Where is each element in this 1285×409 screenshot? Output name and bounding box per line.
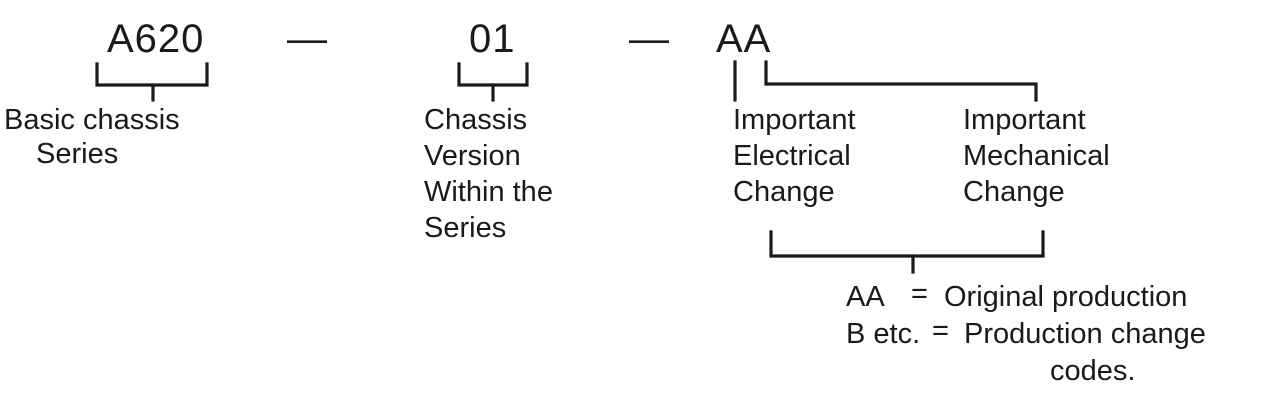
- mechanical-pointer: [764, 60, 1038, 102]
- change-code: AA: [716, 17, 772, 61]
- legend-aa-key: AA: [846, 281, 885, 313]
- electrical-line-3: Change: [733, 176, 835, 208]
- version-code: 01: [469, 17, 516, 61]
- basic-chassis-line-1: Basic chassis: [4, 104, 180, 136]
- mechanical-line-3: Change: [963, 176, 1065, 208]
- mechanical-change-label: Important Mechanical Change: [963, 106, 1110, 214]
- electrical-line-2: Electrical: [733, 140, 851, 172]
- chassis-version-line-2: Version: [424, 140, 521, 172]
- legend-aa-equals: =: [911, 278, 928, 310]
- dash-separator-2: —: [629, 17, 670, 61]
- electrical-line-1: Important: [733, 104, 856, 136]
- legend-b-value: Production change: [964, 318, 1206, 350]
- electrical-change-label: Important Electrical Change: [733, 106, 856, 214]
- change-bracket: [769, 230, 1045, 258]
- series-code: A620: [107, 17, 205, 61]
- mechanical-line-2: Mechanical: [963, 140, 1110, 172]
- legend-b-value-cont: codes.: [1050, 355, 1136, 387]
- legend-b-key: B etc.: [846, 318, 921, 350]
- legend-aa-value: Original production: [944, 281, 1188, 313]
- chassis-version-line-4: Series: [424, 212, 507, 244]
- dash-separator-1: —: [287, 17, 328, 61]
- series-bracket: [95, 62, 209, 87]
- basic-chassis-label: Basic chassis Series: [4, 106, 180, 174]
- basic-chassis-line-2: Series: [36, 138, 119, 170]
- chassis-version-label: Chassis Version Within the Series: [424, 106, 553, 250]
- mechanical-line-1: Important: [963, 104, 1086, 136]
- version-bracket: [457, 62, 529, 87]
- chassis-version-line-1: Chassis: [424, 104, 528, 136]
- chassis-version-line-3: Within the: [424, 176, 553, 208]
- legend-b-equals: =: [932, 315, 949, 347]
